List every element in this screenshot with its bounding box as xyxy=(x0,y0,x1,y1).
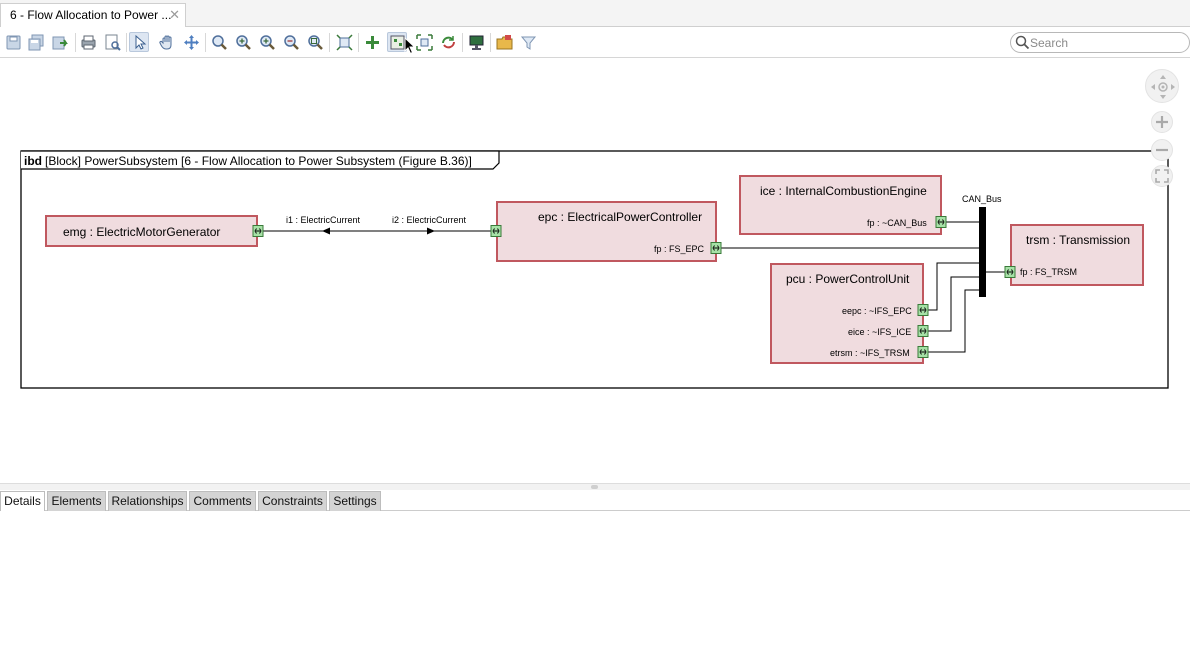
add-element-icon[interactable] xyxy=(362,32,382,52)
toolbar-separator xyxy=(329,33,330,52)
port-trsm-fp[interactable] xyxy=(1004,266,1016,278)
port-epc-fp-label: fp : FS_EPC xyxy=(654,244,705,254)
port-ice-fp[interactable] xyxy=(935,216,947,228)
export-icon[interactable] xyxy=(50,32,70,52)
zoom-fit-icon[interactable] xyxy=(305,32,325,52)
can-bus-bar[interactable] xyxy=(979,207,986,297)
part-epc-label: epc : ElectricalPowerController xyxy=(538,210,702,224)
tab-relationships[interactable]: Relationships xyxy=(108,491,187,511)
port-emg[interactable] xyxy=(252,225,264,237)
zoom-out-icon[interactable] xyxy=(281,32,301,52)
port-ice-fp-label: fp : ~CAN_Bus xyxy=(867,218,927,228)
close-icon[interactable]: ✕ xyxy=(169,7,180,22)
document-tab-title: 6 - Flow Allocation to Power ... xyxy=(10,8,172,22)
toolbar-separator xyxy=(490,33,491,52)
folder-icon[interactable] xyxy=(494,32,514,52)
zoom-out-button[interactable] xyxy=(1151,139,1173,161)
search-icon xyxy=(1015,35,1030,50)
port-eepc-label: eepc : ~IFS_EPC xyxy=(842,306,912,316)
port-pcu-eepc[interactable] xyxy=(917,304,929,316)
fit-screen-icon xyxy=(1155,169,1169,183)
save-all-icon[interactable] xyxy=(26,32,46,52)
select-icon[interactable] xyxy=(129,32,149,52)
flow-label-i1: i1 : ElectricCurrent xyxy=(286,215,361,225)
plus-icon xyxy=(1156,116,1168,128)
connector-eepc-bus[interactable] xyxy=(928,262,979,311)
move-icon[interactable] xyxy=(181,32,201,52)
flow-arrow-i1 xyxy=(322,227,330,235)
port-trsm-fp-label: fp : FS_TRSM xyxy=(1020,267,1077,277)
cursor-icon xyxy=(404,37,416,55)
splitter-grip[interactable] xyxy=(591,485,598,489)
refresh-icon[interactable] xyxy=(438,32,458,52)
properties-panel xyxy=(0,511,1190,669)
filter-icon[interactable] xyxy=(518,32,538,52)
print-preview-icon[interactable] xyxy=(102,32,122,52)
ibd-diagram: ibd[Block] PowerSubsystem [6 - Flow Allo… xyxy=(20,150,1169,389)
part-trsm[interactable]: trsm : Transmission fp : FS_TRSM xyxy=(1010,224,1144,286)
part-pcu-label: pcu : PowerControlUnit xyxy=(786,272,910,286)
diagram-canvas[interactable]: ibd[Block] PowerSubsystem [6 - Flow Allo… xyxy=(0,59,1190,483)
document-tab-bar: 6 - Flow Allocation to Power ... ✕ xyxy=(0,0,1190,27)
diagram-toolbar xyxy=(0,27,1190,58)
part-pcu[interactable]: pcu : PowerControlUnit eepc : ~IFS_EPC e… xyxy=(770,263,924,364)
toolbar-separator xyxy=(358,33,359,52)
expand-icon[interactable] xyxy=(414,32,434,52)
toolbar-separator xyxy=(462,33,463,52)
pan-navigator[interactable] xyxy=(1145,69,1179,103)
can-bus-label: CAN_Bus xyxy=(962,194,1002,204)
minus-icon xyxy=(1156,148,1168,152)
part-ice-label: ice : InternalCombustionEngine xyxy=(760,184,927,198)
port-epc-left[interactable] xyxy=(490,225,502,237)
tab-details[interactable]: Details xyxy=(0,491,45,511)
part-ice[interactable]: ice : InternalCombustionEngine fp : ~CAN… xyxy=(739,175,942,235)
document-tab[interactable]: 6 - Flow Allocation to Power ... ✕ xyxy=(0,3,186,27)
pan-icon[interactable] xyxy=(157,32,177,52)
fit-to-screen-button[interactable] xyxy=(1151,165,1173,187)
print-icon[interactable] xyxy=(78,32,98,52)
zoom-in-icon[interactable] xyxy=(233,32,253,52)
toolbar-separator xyxy=(205,33,206,52)
part-trsm-label: trsm : Transmission xyxy=(1026,233,1130,247)
port-epc-fp[interactable] xyxy=(710,242,722,254)
monitor-icon[interactable] xyxy=(466,32,486,52)
frame-header xyxy=(21,150,500,170)
port-pcu-eice[interactable] xyxy=(917,325,929,337)
part-emg[interactable]: emg : ElectricMotorGenerator xyxy=(45,215,258,247)
toolbar-separator xyxy=(126,33,127,52)
zoom-in-button[interactable] xyxy=(1151,111,1173,133)
frame-title: ibd[Block] PowerSubsystem [6 - Flow Allo… xyxy=(24,154,472,168)
tab-settings[interactable]: Settings xyxy=(329,491,381,511)
save-icon[interactable] xyxy=(3,32,23,52)
search-box[interactable] xyxy=(1010,32,1190,53)
flow-arrow-i2 xyxy=(427,227,435,235)
port-etrsm-label: etrsm : ~IFS_TRSM xyxy=(830,348,910,358)
part-epc[interactable]: epc : ElectricalPowerController fp : FS_… xyxy=(496,201,717,262)
frame-title-text: [Block] PowerSubsystem [6 - Flow Allocat… xyxy=(45,154,472,168)
part-emg-label: emg : ElectricMotorGenerator xyxy=(63,225,220,239)
zoom-icon[interactable] xyxy=(209,32,229,52)
port-eice-label: eice : ~IFS_ICE xyxy=(848,327,911,337)
layout-icon[interactable] xyxy=(334,32,354,52)
flow-label-i2: i2 : ElectricCurrent xyxy=(392,215,467,225)
connector-etrsm-bus[interactable] xyxy=(928,289,979,353)
panel-splitter[interactable] xyxy=(0,483,1190,490)
zoom-in-icon[interactable] xyxy=(257,32,277,52)
diagram-frame xyxy=(20,150,1169,389)
toolbar-separator xyxy=(75,33,76,52)
port-pcu-etrsm[interactable] xyxy=(917,346,929,358)
tab-comments[interactable]: Comments xyxy=(189,491,256,511)
connector-eice-bus[interactable] xyxy=(928,276,979,332)
frame-kind: ibd xyxy=(24,154,42,168)
pan-navigator-icon xyxy=(1151,75,1175,99)
tab-constraints[interactable]: Constraints xyxy=(258,491,327,511)
properties-tab-bar: Details Elements Relationships Comments … xyxy=(0,490,1190,511)
tab-elements[interactable]: Elements xyxy=(47,491,106,511)
search-input[interactable] xyxy=(1030,35,1180,51)
